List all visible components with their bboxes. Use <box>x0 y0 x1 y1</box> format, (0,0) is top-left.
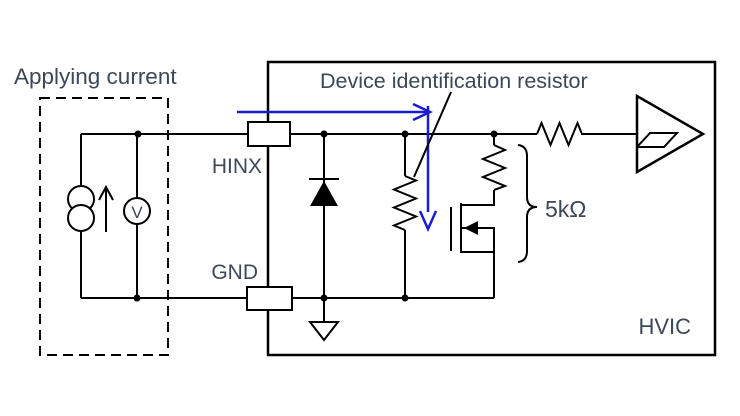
hinx-label: HINX <box>212 155 262 178</box>
current-path-arrow-down-head <box>418 210 438 233</box>
ground-icon <box>307 298 341 342</box>
current-path-arrows <box>237 102 438 233</box>
gnd-pin-box <box>246 286 293 311</box>
junction-dot <box>134 130 142 138</box>
hvic-label: HVIC <box>638 314 691 339</box>
junction-dot <box>320 130 328 138</box>
applying-current-box <box>39 97 169 356</box>
junction-dot <box>320 294 328 302</box>
device-id-resistor-label: Device identification resistor <box>320 69 588 93</box>
junction-dot <box>490 130 498 138</box>
device-id-resistor-icon <box>391 175 419 231</box>
hvic-boundary <box>266 60 717 357</box>
mosfet-icon <box>450 190 495 298</box>
label-leader-line <box>413 91 452 178</box>
hysteresis-glyph <box>636 132 680 148</box>
diode-icon <box>309 178 339 206</box>
junction-dots <box>133 130 498 302</box>
buffer-triangle <box>635 93 706 175</box>
current-source-circle-bottom <box>67 204 95 232</box>
current-arrow-head <box>98 184 114 201</box>
voltmeter-circle <box>123 197 151 225</box>
diode-triangle <box>310 181 338 206</box>
junction-dot <box>401 294 409 302</box>
current-path-arrow-right-head <box>412 102 433 122</box>
applying-current-label: Applying current <box>14 64 177 89</box>
schmitt-trigger-icon <box>635 93 706 175</box>
value-5k-label: 5kΩ <box>545 196 587 222</box>
current-source-icon <box>67 184 114 232</box>
voltmeter-letter: V <box>131 203 143 222</box>
gnd-label: GND <box>211 261 258 284</box>
hinx-pin-box <box>247 121 291 147</box>
voltmeter-icon: V <box>123 197 151 225</box>
series-resistor-icon <box>536 120 583 148</box>
ground-triangle <box>307 321 341 342</box>
mosfet-body-arrow <box>464 221 478 235</box>
resistor-5k-icon <box>480 144 508 191</box>
junction-dot <box>401 130 409 138</box>
brace-5k <box>517 144 538 263</box>
mosfet-drain-lead <box>461 190 495 206</box>
junction-dot <box>133 294 141 302</box>
